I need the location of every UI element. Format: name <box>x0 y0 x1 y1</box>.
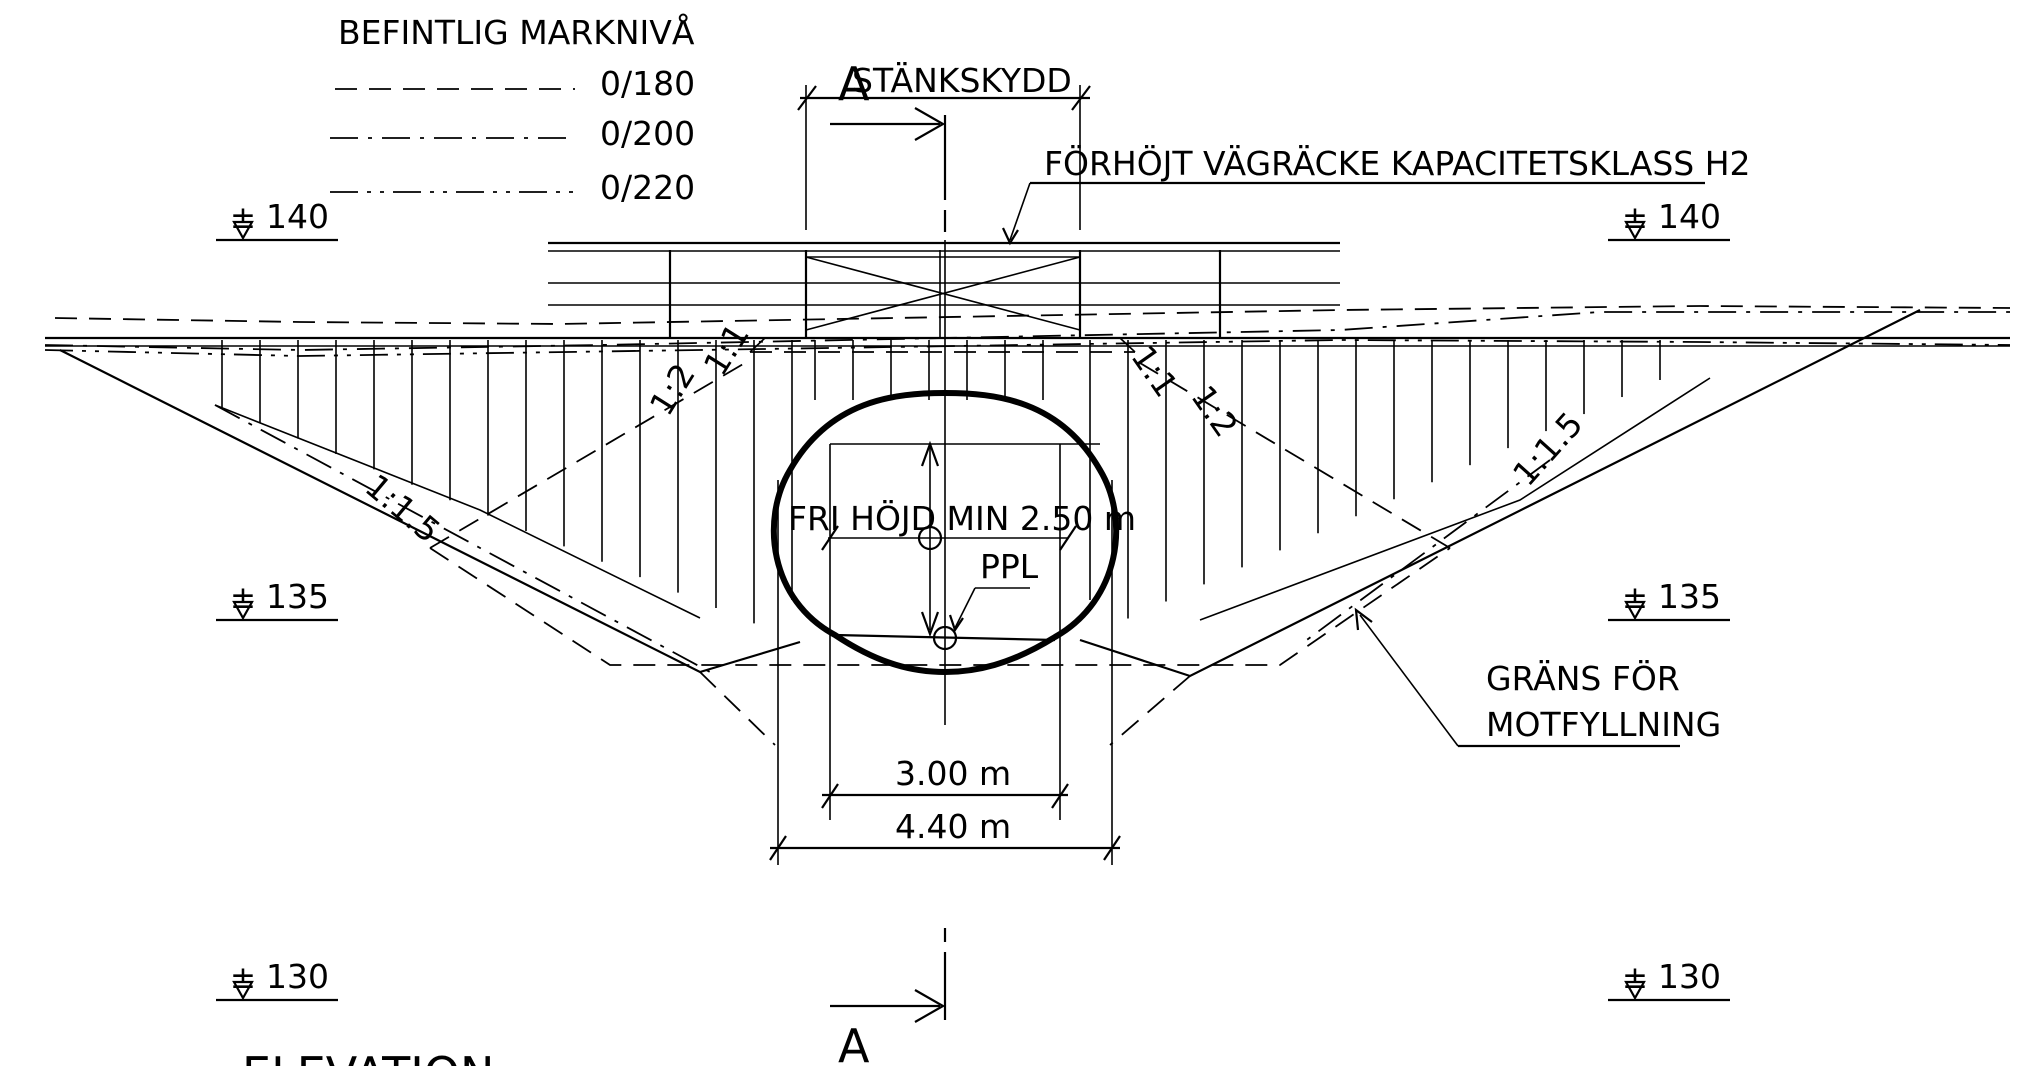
level-triangle-icon <box>232 600 254 621</box>
level-triangle-icon <box>232 220 254 241</box>
legend-heading: BEFINTLIG MARKNIVÅ <box>338 12 695 52</box>
guardrail <box>548 241 1340 338</box>
right-outer-slope <box>1079 309 1921 678</box>
level-symbol: ± <box>1622 200 1648 236</box>
view-title: ELEVATION <box>242 1047 494 1066</box>
legend: BEFINTLIG MARKNIVÅ 0/180 0/200 0/220 <box>330 12 695 207</box>
grans-label-line1: GRÄNS FÖR <box>1486 658 1680 698</box>
legend-label-0: 0/180 <box>600 64 695 103</box>
arrow-right-icon <box>914 107 946 141</box>
ground-line-0-220 <box>44 339 2011 357</box>
embankment-slopes <box>59 309 1921 746</box>
arrow-right-icon <box>914 989 946 1023</box>
level-marker-140-left: ± 140 <box>216 197 338 242</box>
fri-hojd-label: FRI HÖJD MIN 2.50 m <box>788 498 1136 538</box>
slope-label-right-mid: 1:2 <box>1183 378 1245 444</box>
slope-label-left-upper: 1:1 <box>696 317 757 383</box>
fill-hatching <box>221 340 1661 624</box>
level-symbol: ± <box>1622 580 1648 616</box>
road-surface <box>45 336 2010 347</box>
ppl-callout: PPL <box>932 547 1039 651</box>
level-value: 140 <box>1658 197 1721 236</box>
stankskydd-label: STÄNKSKYDD <box>852 61 1072 100</box>
width-dimensions: 3.00 m 4.40 m <box>769 444 1121 865</box>
vagracke-label: FÖRHÖJT VÄGRÄCKE KAPACITETSKLASS H2 <box>1044 143 1751 183</box>
level-triangle-icon <box>1624 600 1646 621</box>
motfyllning-callout: GRÄNS FÖR MOTFYLLNING <box>1354 607 1721 748</box>
level-triangle-icon <box>232 980 254 1001</box>
level-symbol: ± <box>230 960 256 996</box>
grans-label-line2: MOTFYLLNING <box>1486 705 1721 744</box>
level-marker-135-right: ± 135 <box>1608 577 1730 622</box>
level-marker-135-left: ± 135 <box>216 577 338 622</box>
level-value: 135 <box>266 577 329 616</box>
slope-label-right-outer: 1:1.5 <box>1505 404 1591 493</box>
level-value: 140 <box>266 197 329 236</box>
section-marker-top: A <box>830 57 946 141</box>
section-label-bottom: A <box>838 1019 870 1066</box>
fri-hojd-dimension: FRI HÖJD MIN 2.50 m <box>788 440 1136 638</box>
stankskydd-dimension: STÄNKSKYDD <box>797 61 1091 230</box>
legend-label-1: 0/200 <box>600 114 695 153</box>
level-symbol: ± <box>1622 960 1648 996</box>
ppl-marker-icon <box>932 625 958 651</box>
ground-line-0-180 <box>54 305 2011 325</box>
width-outer-label: 4.40 m <box>895 807 1011 846</box>
level-symbol: ± <box>230 580 256 616</box>
level-marker-130-right: ± 130 <box>1608 957 1730 1002</box>
level-marker-140-right: ± 140 <box>1608 197 1730 242</box>
slope-label-left-mid: 1:2 <box>642 357 703 423</box>
right-trench-slope <box>1134 359 1451 549</box>
width-inner-label: 3.00 m <box>895 754 1011 793</box>
level-markers: ± 140 ± 135 ± 130 ± 140 ± 135 <box>216 197 1730 1002</box>
level-symbol: ± <box>230 200 256 236</box>
level-value: 130 <box>1658 957 1721 996</box>
center-marker-icon <box>917 525 943 551</box>
left-trench-slope <box>429 359 751 549</box>
level-triangle-icon <box>1624 220 1646 241</box>
ppl-label: PPL <box>980 547 1039 586</box>
legend-label-2: 0/220 <box>600 168 695 207</box>
vagracke-callout: FÖRHÖJT VÄGRÄCKE KAPACITETSKLASS H2 <box>1002 143 1751 246</box>
section-marker-bottom: A <box>830 989 946 1066</box>
level-marker-130-left: ± 130 <box>216 957 338 1002</box>
level-value: 130 <box>266 957 329 996</box>
level-value: 135 <box>1658 577 1721 616</box>
section-label-top: A <box>838 57 870 111</box>
existing-ground-lines <box>44 305 2011 357</box>
slope-label-right-upper: 1:1 <box>1123 338 1185 404</box>
level-triangle-icon <box>1624 980 1646 1001</box>
